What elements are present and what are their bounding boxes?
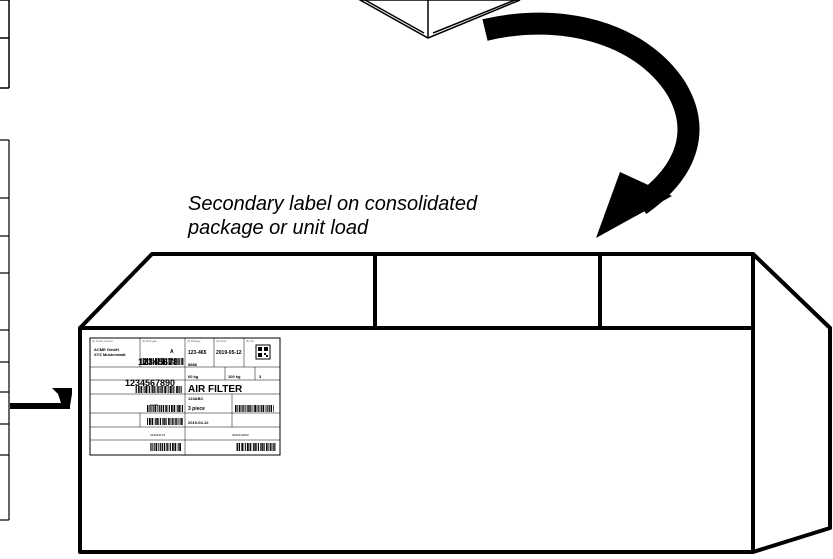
svg-text:(4) Gross: (4) Gross bbox=[216, 340, 227, 343]
svg-text:(1) Goods receiver: (1) Goods receiver bbox=[92, 340, 113, 343]
small-package-top bbox=[358, 0, 521, 39]
caption-line1: Secondary label on consolidated bbox=[188, 193, 478, 215]
label-dim: 8888 bbox=[188, 362, 198, 367]
label-date2: 2019-04-12 bbox=[188, 420, 209, 425]
pointer-bracket bbox=[10, 388, 72, 409]
box-top-face bbox=[78, 252, 832, 330]
label-unit-no: 52489 bbox=[150, 403, 159, 407]
secondary-label: (1) Goods receiver (2) Dock gate (3) Pac… bbox=[89, 337, 281, 456]
box-side-face bbox=[751, 252, 832, 554]
label-ref: 123ABC bbox=[188, 396, 203, 401]
label-serial2: 2001213053 bbox=[232, 433, 249, 437]
label-product: AIR FILTER bbox=[188, 384, 243, 395]
svg-text:(5) Info: (5) Info bbox=[246, 340, 255, 343]
svg-text:(2) Dock gate: (2) Dock gate bbox=[142, 340, 158, 343]
label-count: 3 bbox=[259, 374, 262, 379]
label-weight2: 100 kg bbox=[228, 374, 241, 379]
label-ship-date: 2019-05-12 bbox=[216, 350, 242, 356]
label-supplier-line2: XYZ Musterstadt bbox=[94, 352, 126, 357]
label-code-a: A bbox=[170, 349, 174, 355]
svg-text:(3) Package: (3) Package bbox=[187, 340, 201, 343]
label-pieces: 3 piece bbox=[188, 406, 205, 412]
label-supplier: ACME GmbH bbox=[94, 347, 119, 352]
label-serial1: 313323176 bbox=[150, 433, 165, 437]
label-batch: 1234567890 bbox=[125, 378, 175, 388]
caption-text: Secondary label on consolidated package … bbox=[188, 192, 608, 240]
qr-code-icon bbox=[255, 344, 271, 360]
caption-line2: package or unit load bbox=[188, 217, 369, 239]
top-left-frame bbox=[0, 0, 10, 89]
left-partial-table bbox=[0, 139, 10, 521]
curved-arrow-icon bbox=[482, 12, 700, 238]
label-doc-no: 123-465 bbox=[188, 350, 207, 356]
label-weight1: 60 kg bbox=[188, 374, 199, 379]
barcode-icon bbox=[135, 358, 276, 451]
